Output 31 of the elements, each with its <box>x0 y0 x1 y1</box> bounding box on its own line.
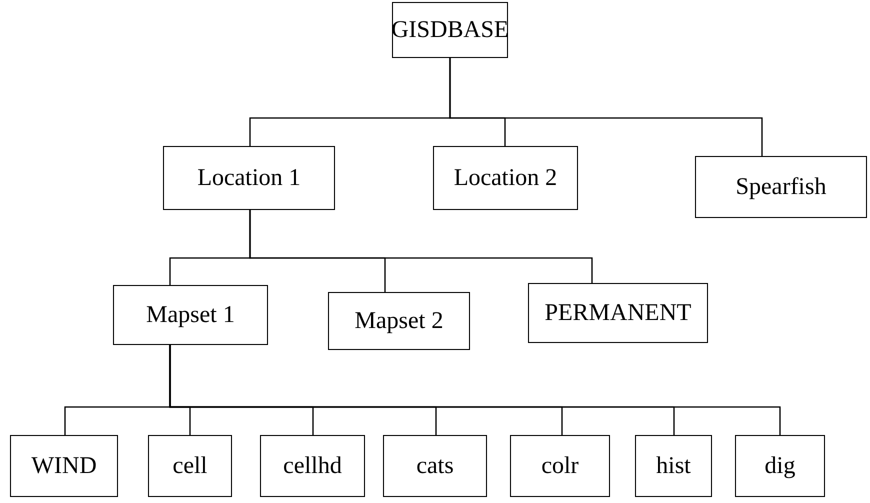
tree-node-box <box>10 435 118 497</box>
tree-node-box <box>113 285 268 345</box>
node-label: Location 1 <box>197 164 301 193</box>
tree-node-box <box>328 292 470 350</box>
node-label: cellhd <box>283 452 342 481</box>
node-label: dig <box>764 452 796 481</box>
tree-node-box <box>635 435 712 497</box>
connector-line <box>449 58 763 156</box>
tree-node-box <box>510 435 610 497</box>
connector-line <box>249 210 593 283</box>
node-label: colr <box>541 452 579 481</box>
node-label: Mapset 2 <box>354 307 444 336</box>
tree-node-box <box>735 435 825 497</box>
node-label: PERMANENT <box>544 299 692 328</box>
connector-line <box>169 345 781 435</box>
tree-node-box <box>528 283 708 343</box>
tree-node-box <box>383 435 487 497</box>
tree-node-box <box>392 2 508 58</box>
node-label: Spearfish <box>736 173 826 202</box>
tree-node-box <box>163 146 335 210</box>
node-label: hist <box>656 452 691 481</box>
node-label: WIND <box>31 452 97 481</box>
tree-node-box <box>260 435 365 497</box>
tree-node-box <box>433 146 578 210</box>
node-label: cats <box>416 452 454 481</box>
node-label: cell <box>172 452 208 481</box>
tree-node-box <box>695 156 867 218</box>
node-label: GISDBASE <box>391 16 509 45</box>
tree-node-box <box>148 435 232 497</box>
node-label: Mapset 1 <box>146 301 235 330</box>
node-label: Location 2 <box>454 164 558 193</box>
